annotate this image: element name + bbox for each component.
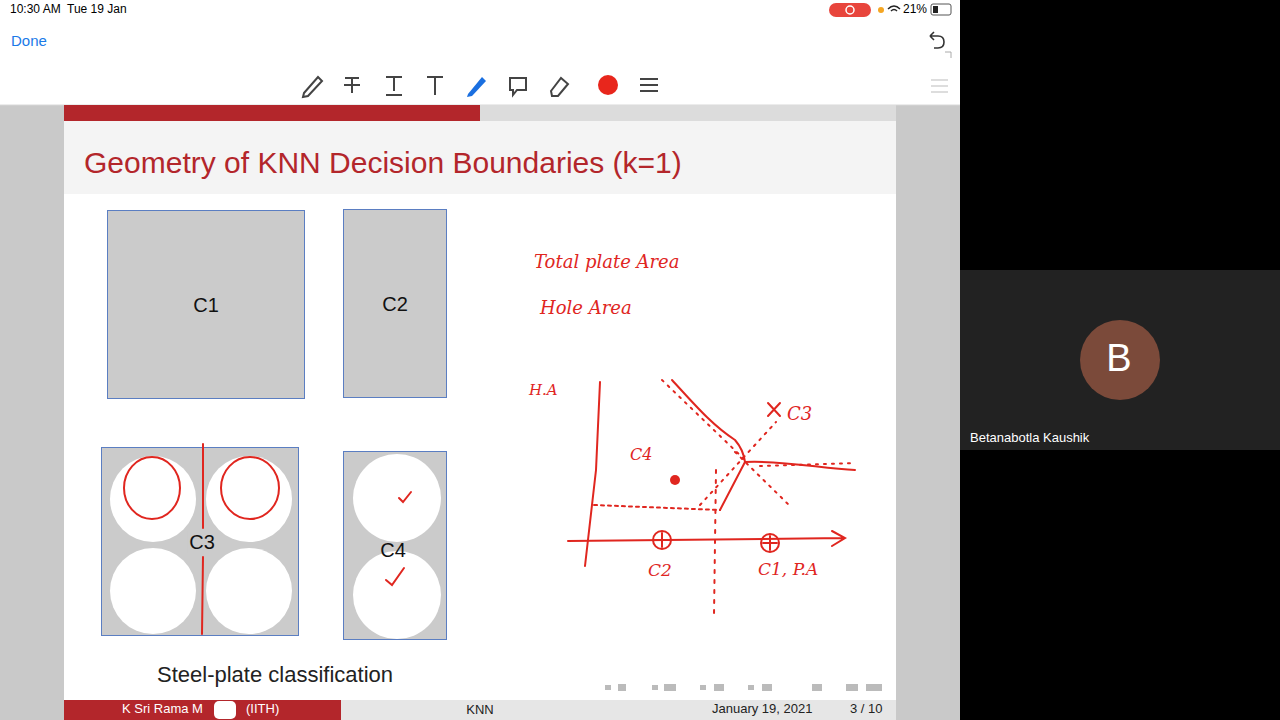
footer-author: K Sri Rama M (122, 702, 203, 716)
footer-date: January 19, 2021 (712, 702, 812, 716)
footer-right (341, 700, 896, 720)
title-band (64, 121, 896, 194)
c4-point (670, 475, 680, 485)
slide-caption: Steel-plate classification (157, 663, 393, 687)
resize-corner (945, 52, 951, 58)
status-date: Tue 19 Jan (67, 3, 127, 16)
undo-icon (930, 32, 944, 48)
avatar-initial: B (1106, 338, 1131, 380)
orange-dot (878, 7, 884, 13)
plate-box: C4 (343, 451, 447, 640)
plate-box: C1 (107, 210, 305, 399)
progress-rest (480, 105, 896, 121)
slide (64, 105, 896, 700)
slide-nav-icons (605, 684, 882, 691)
class-label: C2 (382, 293, 408, 315)
ipad-screen (0, 0, 960, 720)
plate-box: C3 (101, 447, 299, 636)
class-mark: C2 (648, 561, 672, 580)
progress-bar (64, 105, 480, 121)
top-bar (0, 0, 960, 105)
hand-note: Total plate Area (534, 252, 680, 272)
done-button: Done (11, 33, 47, 50)
status-time: 10:30 AM (10, 3, 61, 16)
class-label: C4 (380, 539, 406, 561)
record-icon (846, 6, 854, 14)
active-pen-icon (467, 77, 486, 97)
footer-left (64, 700, 341, 720)
participant-name: Betanabotla Kaushik (970, 431, 1089, 445)
page-number: 3 / 10 (850, 702, 883, 716)
battery-percent: 21% (903, 3, 927, 16)
axis-label: H.A (529, 382, 558, 399)
axis-label: C1, P.A (758, 560, 818, 579)
participant-tile (960, 270, 1280, 450)
wifi-icon (888, 6, 900, 11)
battery-icon (931, 4, 951, 15)
slide-title: Geometry of KNN Decision Boundaries (k=1… (84, 146, 682, 179)
class-mark: C4 (630, 446, 652, 464)
class-mark: C3 (787, 404, 812, 424)
hand-note: Hole Area (540, 298, 632, 318)
color-swatch-icon (598, 75, 618, 95)
cross-mark (768, 403, 780, 416)
plate-box: C2 (343, 209, 447, 398)
class-label: C3 (187, 531, 217, 553)
footer-institute: (IITH) (246, 702, 279, 716)
recording-pill (829, 3, 871, 17)
avatar-circle: B (1080, 320, 1160, 400)
class-label: C1 (193, 294, 219, 316)
y-axis (585, 382, 600, 566)
footer-overlay (214, 701, 236, 719)
x-axis (568, 531, 845, 546)
battery-level (933, 6, 938, 13)
side-menu-icon (931, 80, 948, 92)
footer-topic: KNN (466, 703, 493, 717)
hand-plot (568, 380, 855, 615)
